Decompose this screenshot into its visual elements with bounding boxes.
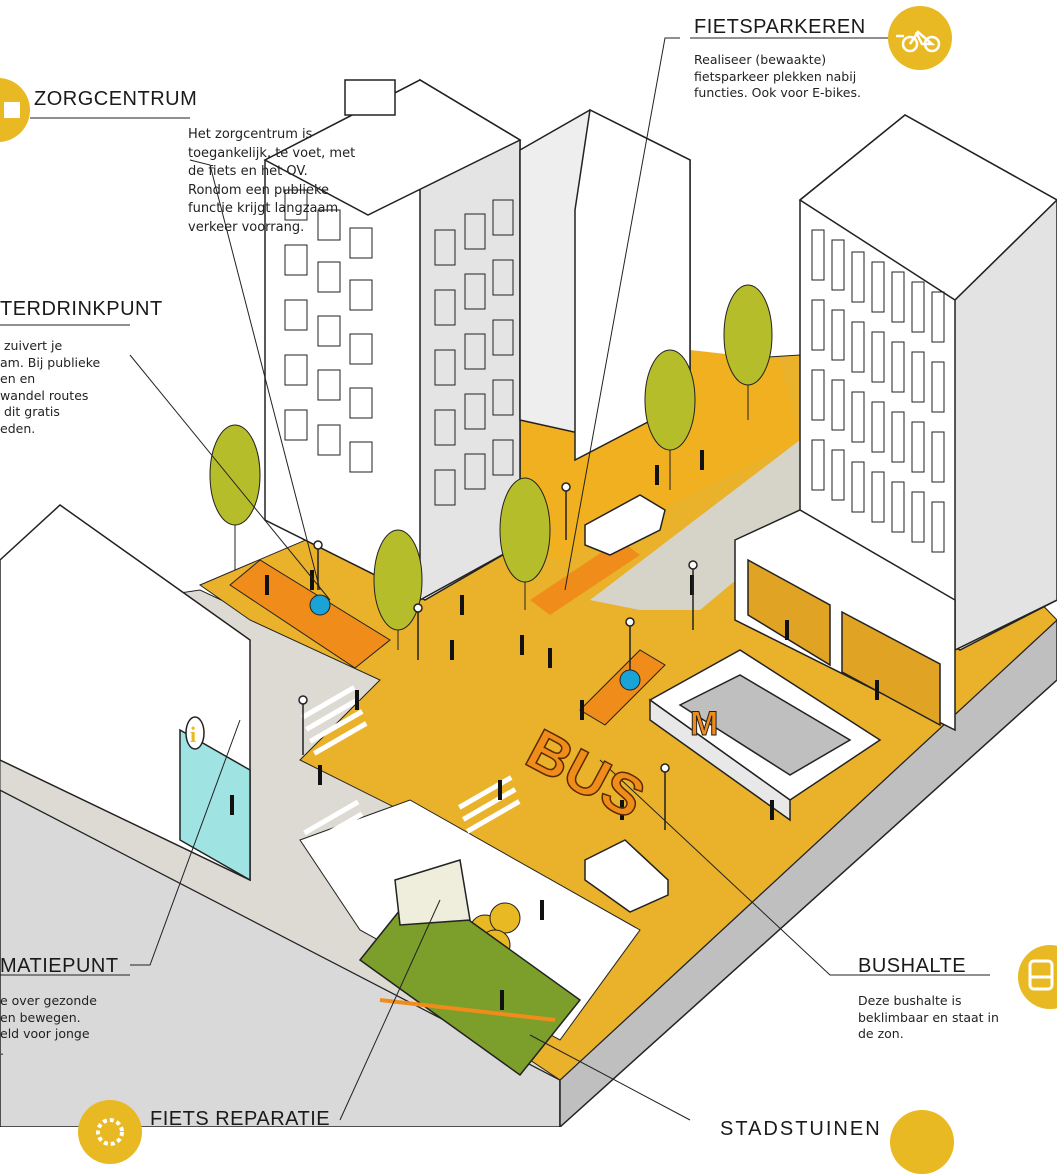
info-sign-letter: i xyxy=(190,722,196,747)
car-back xyxy=(584,494,666,556)
building-low-left xyxy=(0,504,251,882)
callout-title: TERDRINKPUNT xyxy=(0,298,163,320)
callout-title: FIETS REPARATIE xyxy=(150,1108,331,1130)
callout-informatiepunt: MATIEPUNT e over gezonde en bewegen. eld… xyxy=(0,955,119,1059)
bus-icon xyxy=(1018,945,1057,1009)
trees xyxy=(209,284,773,961)
callout-body: zuivert je am. Bij publieke en en wandel… xyxy=(0,338,101,436)
callout-bushalte: BUSHALTE Deze bushalte is beklimbaar en … xyxy=(858,955,999,1043)
callout-title: STADSTUINEN xyxy=(720,1118,882,1140)
callout-title: MATIEPUNT xyxy=(0,955,119,977)
window-grid-right xyxy=(811,229,945,553)
orange-bed-middle xyxy=(579,649,666,726)
pavement-side xyxy=(590,440,820,610)
building-right-plinth xyxy=(734,509,956,732)
orange-bed-back xyxy=(530,540,640,615)
medical-cross-icon xyxy=(0,78,30,142)
lamp-posts xyxy=(298,482,698,830)
callout-leader-lines xyxy=(0,37,990,1121)
callout-title: ZORGCENTRUM xyxy=(34,88,198,110)
callout-title: FIETSPARKEREN xyxy=(694,16,866,38)
metro-entrance xyxy=(648,649,882,822)
callout-stadstuinen: STADSTUINEN xyxy=(720,1118,882,1140)
isometric-street-scene: BUS M i xyxy=(0,37,1057,1127)
water-drinkpoint-markers xyxy=(309,594,641,691)
callout-body: Het zorgcentrum is toegankelijk, te voet… xyxy=(188,127,356,235)
callout-fietsparkeren: FIETSPARKEREN Realiseer (bewaakte) fiets… xyxy=(694,16,866,102)
zebra-crossing-left xyxy=(301,685,368,756)
building-tall-right xyxy=(798,114,1057,652)
window-grid-left xyxy=(284,189,514,506)
orange-bed-left xyxy=(229,559,391,669)
e-bike-icon xyxy=(888,6,952,70)
car-front xyxy=(584,839,669,913)
plant-icon xyxy=(890,1110,954,1174)
metro-sign-letter: M xyxy=(690,705,718,743)
gear-icon xyxy=(78,1100,142,1164)
callout-zorgcentrum: ZORGCENTRUM Het zorgcentrum is toegankel… xyxy=(34,88,378,237)
callout-body: Realiseer (bewaakte) fietsparkeer plekke… xyxy=(694,52,861,100)
pedestrians xyxy=(230,450,879,1010)
urban-garden xyxy=(358,859,582,1077)
callout-body: e over gezonde en bewegen. eld voor jong… xyxy=(0,993,97,1058)
callout-fietsreparatie: FIETS REPARATIE xyxy=(150,1108,330,1130)
callout-waterdrinkpunt: TERDRINKPUNT zuivert je am. Bij publieke… xyxy=(0,298,163,437)
callout-body: Deze bushalte is beklimbaar en staat in … xyxy=(858,993,999,1041)
callout-title: BUSHALTE xyxy=(858,955,967,977)
